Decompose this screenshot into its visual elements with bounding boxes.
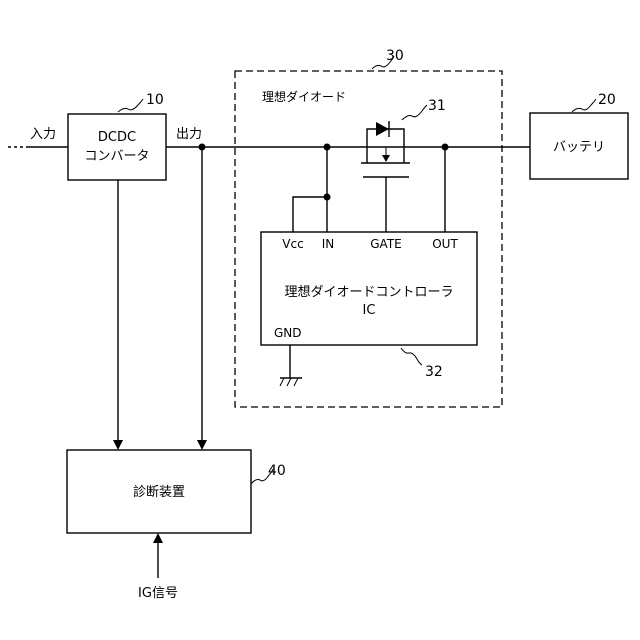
ref-number-20: 20	[598, 92, 616, 108]
ref-number-10: 10	[146, 92, 164, 108]
mosfet-symbol	[361, 121, 410, 177]
ground-hatch-1	[280, 378, 284, 386]
label-input: 入力	[30, 127, 56, 142]
ref-leader-31	[402, 105, 427, 120]
battery-label: バッテリ	[553, 140, 605, 155]
ref-number-40: 40	[268, 463, 286, 479]
ref-leader-32	[401, 348, 422, 365]
junction-output	[199, 144, 206, 151]
body-diode-triangle	[376, 122, 389, 136]
ground-hatch-2	[287, 378, 291, 386]
ig-signal-arrowhead	[153, 533, 163, 543]
junction-vcc	[324, 194, 331, 201]
label-output: 出力	[176, 127, 202, 142]
controller-label-line2: IC	[363, 303, 376, 318]
junction-in	[324, 144, 331, 151]
dcdc-label-line2: コンバータ	[84, 149, 149, 164]
mosfet-arrow	[382, 155, 390, 162]
output-to-diag-arrowhead	[197, 440, 207, 450]
ref-number-31: 31	[428, 98, 446, 114]
dcdc-label-line1: DCDC	[98, 130, 136, 145]
ref-leader-10	[118, 99, 143, 112]
ideal-diode-label: 理想ダイオード	[262, 89, 346, 104]
junction-out	[442, 144, 449, 151]
ref-leader-20	[572, 99, 596, 112]
controller-label-line1: 理想ダイオードコントローラ	[284, 284, 453, 300]
ig-signal-label: IG信号	[138, 586, 178, 601]
body-diode-wire	[367, 129, 404, 147]
pin-in-label: IN	[322, 237, 335, 251]
vcc-pin-wire	[293, 197, 327, 232]
diagnostic-label: 診断装置	[133, 484, 185, 500]
dcdc-to-diag-arrowhead	[113, 440, 123, 450]
pin-gate-label: GATE	[370, 237, 402, 251]
dcdc-converter-box	[68, 114, 166, 180]
pin-gnd-label: GND	[274, 326, 302, 340]
ref-number-30: 30	[386, 48, 404, 64]
ref-number-32: 32	[425, 364, 443, 380]
pin-vcc-label: Vcc	[282, 237, 303, 251]
ground-hatch-3	[294, 378, 298, 386]
pin-out-label: OUT	[432, 237, 458, 251]
